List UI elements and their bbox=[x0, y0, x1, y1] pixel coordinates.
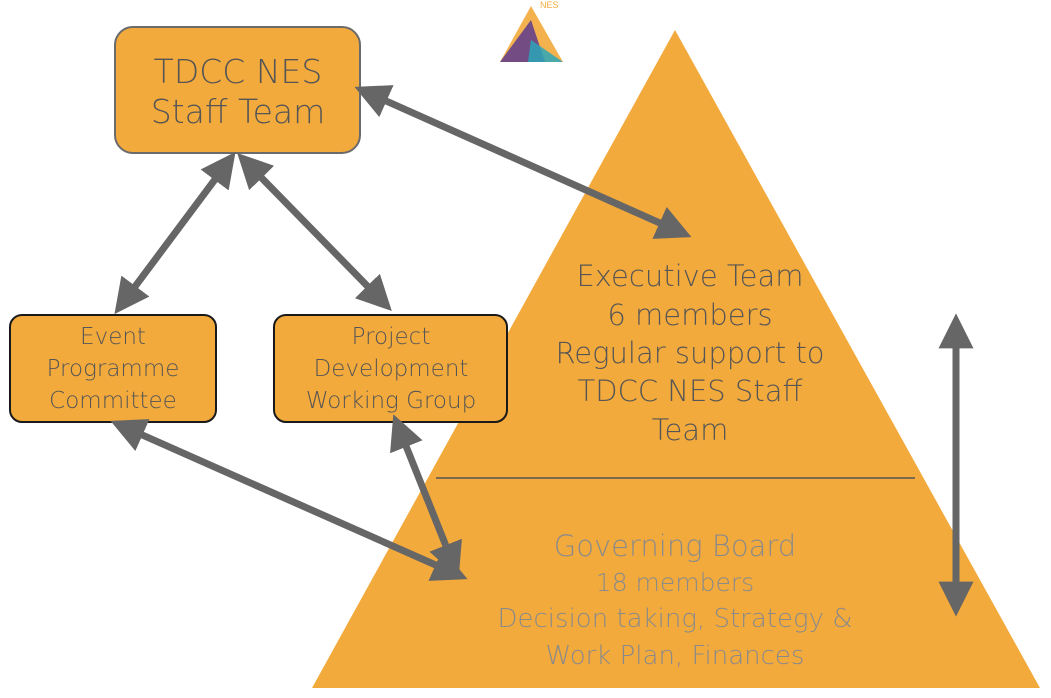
event-committee-line-2: Programme bbox=[47, 356, 180, 382]
staff-team-line-2: Staff Team bbox=[151, 92, 326, 131]
board-line-1: Governing Board bbox=[554, 529, 796, 563]
project-group-line-2: Development bbox=[314, 356, 469, 382]
executive-line-4: TDCC NES Staff bbox=[578, 374, 803, 408]
executive-line-3: Regular support to bbox=[555, 336, 824, 370]
board-line-3: Decision taking, Strategy & bbox=[497, 604, 852, 634]
board-line-2: 18 members bbox=[596, 568, 754, 597]
event-committee-line-3: Committee bbox=[49, 388, 177, 414]
board-line-4: Work Plan, Finances bbox=[546, 641, 805, 671]
tdcc-nes-logo: NES bbox=[500, 0, 563, 62]
project-group-line-3: Working Group bbox=[306, 388, 476, 414]
executive-line-5: Team bbox=[652, 413, 729, 447]
pyramid bbox=[312, 30, 1040, 688]
arrow-staff-project bbox=[237, 152, 392, 312]
arrow-staff-event bbox=[114, 151, 236, 315]
executive-line-2: 6 members bbox=[607, 298, 772, 332]
executive-line-1: Executive Team bbox=[576, 259, 803, 293]
staff-team-line-1: TDCC NES bbox=[154, 52, 323, 91]
logo-text: NES bbox=[540, 0, 559, 10]
event-committee-line-1: Event bbox=[80, 324, 146, 350]
arrow-staff-executive bbox=[354, 85, 692, 239]
project-group-line-1: Project bbox=[352, 324, 431, 350]
arrow-project-board bbox=[390, 414, 462, 578]
